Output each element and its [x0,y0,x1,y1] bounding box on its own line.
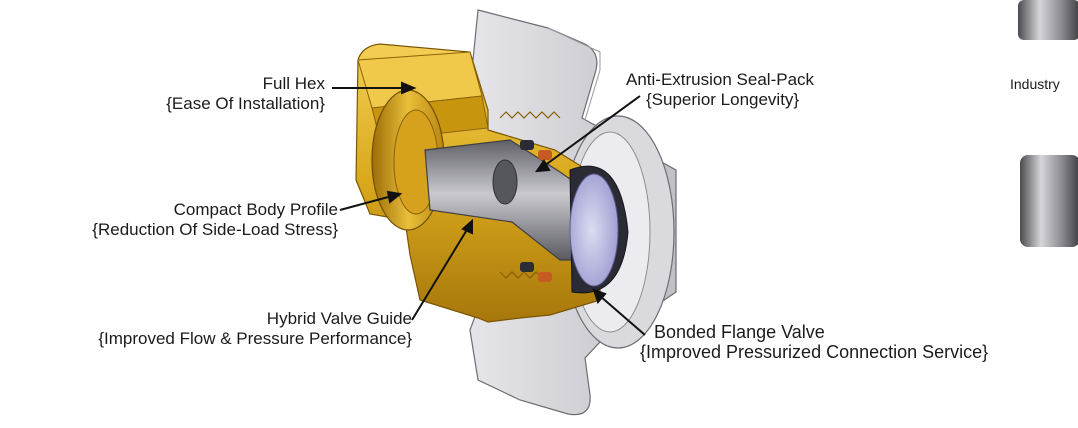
compact-body-title: Compact Body Profile [173,200,338,219]
flange-valve-benefit: {Improved Pressurized Connection Service… [640,342,989,362]
side-panel-thumbnails [1018,0,1078,247]
callout-leaders [332,81,646,336]
side-panel-label: Industry [1010,76,1060,92]
flange-valve-title: Bonded Flange Valve [654,322,825,342]
compact-body-benefit: {Reduction Of Side-Load Stress} [92,220,338,239]
callout-compact-body: Compact Body Profile {Reduction Of Side-… [60,200,338,240]
seal-pack-benefit: {Superior Longevity} [646,90,800,109]
bonded-valve-face [569,165,629,294]
hybrid-guide-benefit: {Improved Flow & Pressure Performance} [98,329,412,348]
full-hex-benefit: {Ease Of Installation} [166,94,325,113]
callout-flange-valve: Bonded Flange Valve {Improved Pressurize… [640,322,1070,362]
seal-pack-title: Anti-Extrusion Seal-Pack [626,70,815,89]
hybrid-guide-title: Hybrid Valve Guide [266,309,412,328]
full-hex-title: Full Hex [262,74,325,93]
callout-seal-pack: Anti-Extrusion Seal-Pack {Superior Longe… [626,70,846,110]
callout-hybrid-guide: Hybrid Valve Guide {Improved Flow & Pres… [10,309,412,349]
valve-stem [424,139,601,282]
callout-full-hex: Full Hex {Ease Of Installation} [100,74,325,114]
